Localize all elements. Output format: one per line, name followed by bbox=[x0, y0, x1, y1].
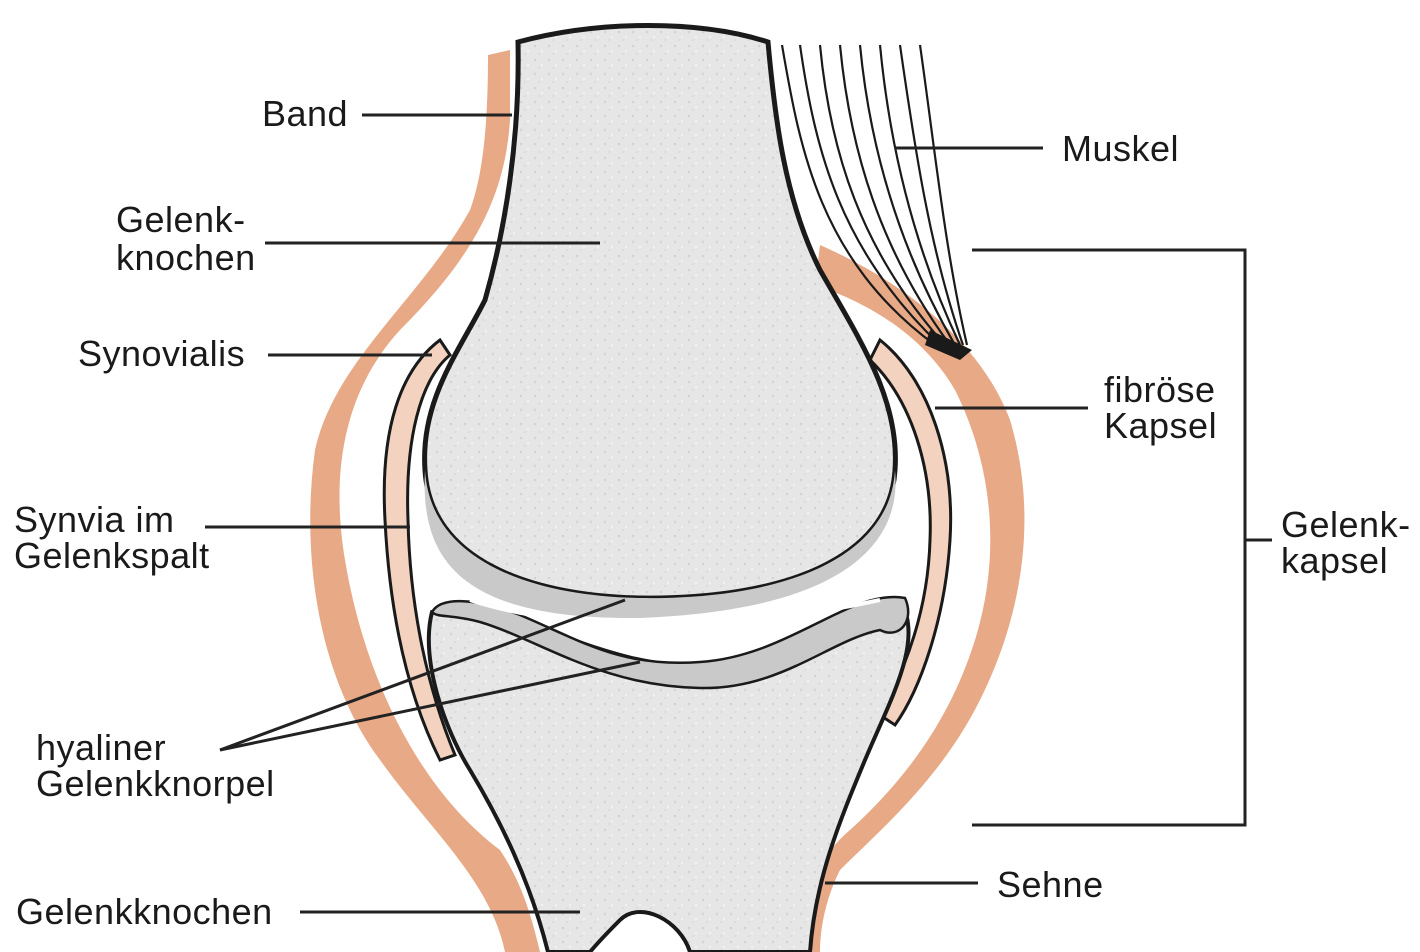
label-synovialis: Synovialis bbox=[78, 333, 245, 374]
label-capsule-2: kapsel bbox=[1281, 540, 1388, 581]
label-fibrose-1: fibröse bbox=[1104, 369, 1216, 410]
label-sehne: Sehne bbox=[997, 864, 1104, 905]
label-gelenkknochen-top-2: knochen bbox=[116, 237, 256, 278]
label-band: Band bbox=[262, 93, 348, 134]
label-synovia-2: Gelenkspalt bbox=[14, 535, 210, 576]
label-cartilage-2: Gelenkknorpel bbox=[36, 763, 275, 804]
label-fibrose-2: Kapsel bbox=[1104, 405, 1217, 446]
label-cartilage-1: hyaliner bbox=[36, 727, 166, 768]
label-gelenkknochen-bottom: Gelenkknochen bbox=[16, 891, 273, 932]
label-muskel: Muskel bbox=[1062, 128, 1179, 169]
label-synovia-1: Synvia im bbox=[14, 499, 175, 540]
label-gelenkknochen-top-1: Gelenk- bbox=[116, 199, 246, 240]
label-capsule-1: Gelenk- bbox=[1281, 504, 1411, 545]
